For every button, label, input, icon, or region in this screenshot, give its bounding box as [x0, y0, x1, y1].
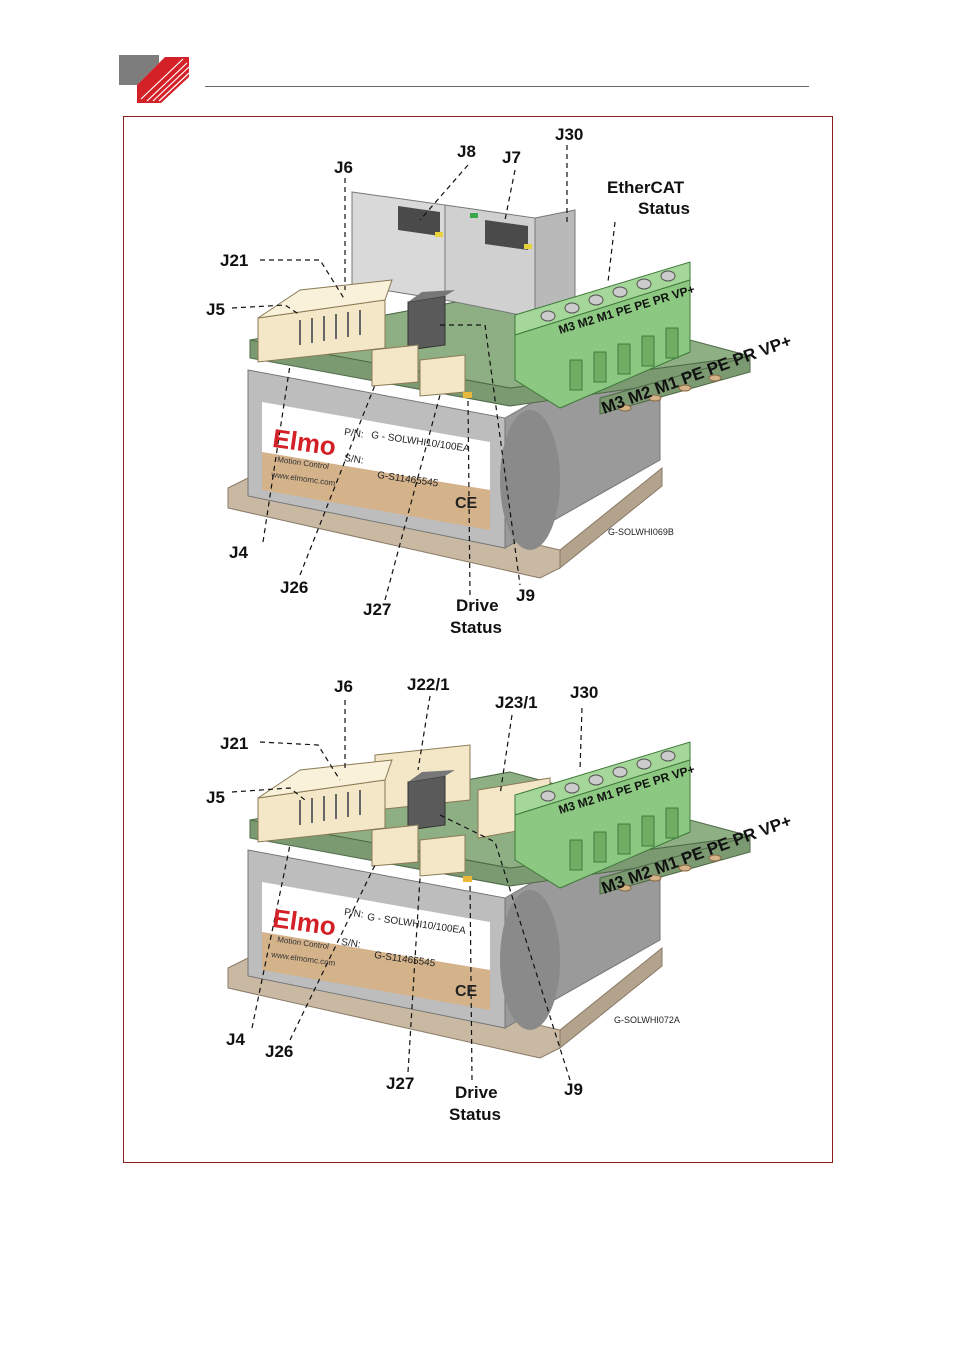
product-label-2	[262, 882, 490, 1010]
label2-j9: J9	[564, 1080, 583, 1099]
label2-j26: J26	[265, 1042, 294, 1061]
label-j6: J6	[334, 158, 353, 177]
label-j9: J9	[516, 586, 535, 605]
header-connector-j5-j21	[257, 279, 393, 363]
label2-j5: J5	[206, 788, 225, 807]
header-rule	[205, 86, 809, 87]
ce-mark: CE	[455, 495, 478, 512]
label-j5: J5	[206, 300, 225, 319]
label-j7: J7	[502, 148, 521, 167]
label2-j21: J21	[220, 734, 249, 753]
label-j30: J30	[555, 125, 584, 144]
label2-drive: Drive	[455, 1083, 498, 1102]
label-j21: J21	[220, 251, 249, 270]
drive-status-led	[463, 392, 472, 398]
header-connector-j26	[371, 344, 419, 387]
product-label	[262, 402, 490, 530]
connector-j9-2	[407, 770, 455, 831]
label-j8: J8	[457, 142, 476, 161]
connector-j9	[407, 290, 455, 351]
label-ethercat-status: Status	[638, 199, 690, 218]
elmo-logo	[117, 55, 192, 110]
label-drive: Drive	[456, 596, 499, 615]
label2-j30: J30	[570, 683, 599, 702]
label2-j6: J6	[334, 677, 353, 696]
header-connector-j26-2	[371, 824, 419, 867]
rj45-jack-j7	[444, 204, 570, 319]
label-drive-status: Status	[450, 618, 502, 637]
figure-ref-1: G-SOLWHI069B	[608, 527, 674, 537]
label-j26: J26	[280, 578, 309, 597]
terminal-block-top: M3 M2 M1 PE PE PR VP+	[514, 261, 696, 409]
figure-frame	[123, 116, 833, 1163]
label2-j23: J23/1	[495, 693, 538, 712]
label2-j22: J22/1	[407, 675, 450, 694]
figure-ref-2: G-SOLWHI072A	[614, 1015, 680, 1025]
header-connector-j27-2	[419, 834, 466, 877]
label2-drive-status: Status	[449, 1105, 501, 1124]
label2-j4: J4	[226, 1030, 245, 1049]
ce-mark-2: CE	[455, 983, 478, 1000]
label2-j27: J27	[386, 1074, 415, 1093]
label-ethercat: EtherCAT	[607, 178, 685, 197]
drive-status-led-2	[463, 876, 472, 882]
label-j27: J27	[363, 600, 392, 619]
header-connector-j5-j21-2	[257, 759, 393, 843]
label-j4: J4	[229, 543, 248, 562]
terminal-block-bottom: M3 M2 M1 PE PE PR VP+	[514, 741, 696, 889]
